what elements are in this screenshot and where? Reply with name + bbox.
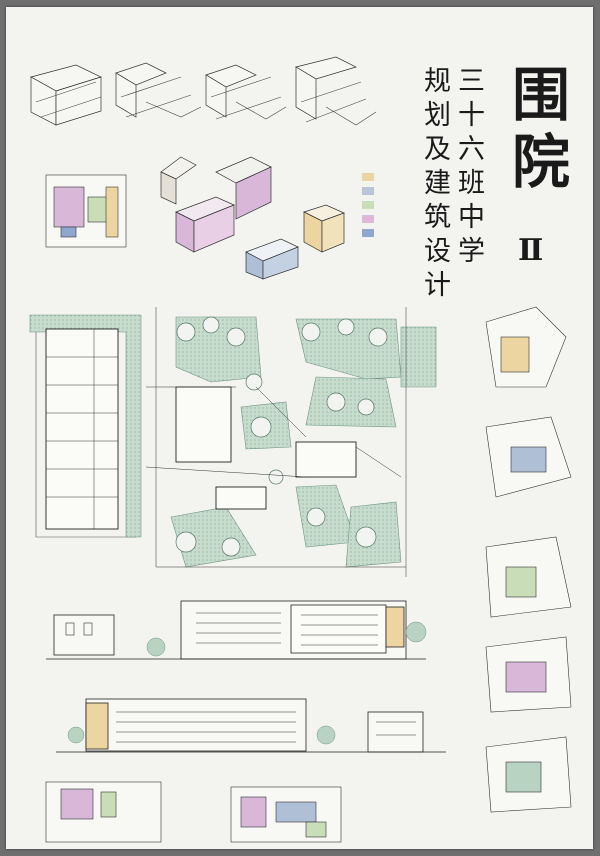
legend-row [362,226,378,240]
elevation-1-windows [65,612,378,646]
plan-buildings [45,328,357,530]
plan-classroom-dividers [46,329,118,529]
legend-swatch [362,201,374,209]
legend-row [362,198,378,212]
elevation-1 [46,600,426,660]
legend-row [362,170,378,184]
plan-paths [145,307,407,577]
color-legend [362,170,378,240]
legend-swatch [362,229,374,237]
bottom-diagrams [45,781,342,843]
massing-sketch-1 [30,56,357,126]
legend-swatch [362,173,374,181]
site-analysis-plan [45,174,127,248]
poster-numeral: Ⅱ [518,233,545,268]
poster-big-char-1: 围 [512,61,572,129]
massing-sketch-lines [35,76,377,126]
drawing-canvas [29,56,572,843]
poster-big-char-2: 院 [512,128,572,196]
legend-row [362,212,378,226]
elevation-2-windows [116,711,416,743]
elevation-trees [67,621,427,745]
legend-swatch [362,215,374,223]
poster-title-line1: 三十六班中学 [458,66,486,267]
poster-title-line2: 规划及建筑设计 [424,66,452,301]
axonometric-model [160,156,345,280]
presentation-board: 三十六班中学 规划及建筑设计 围 院 Ⅱ [6,7,593,849]
perspective-vignettes [485,306,572,813]
legend-row [362,184,378,198]
trees [175,316,388,557]
legend-swatch [362,187,374,195]
elevation-2 [56,698,446,753]
